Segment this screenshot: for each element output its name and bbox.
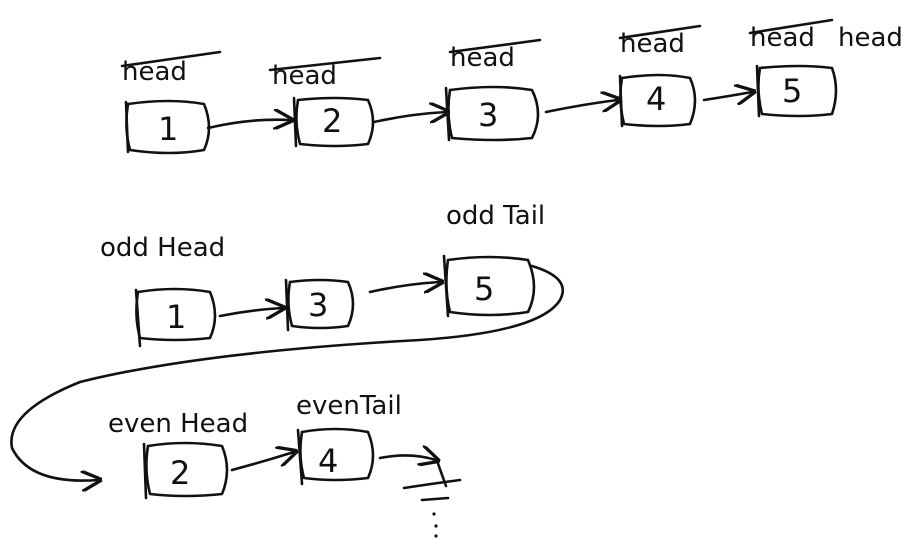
even-node-4-value: 4 [318, 442, 338, 480]
strikethrough-3 [448, 38, 542, 54]
arrow-odd-tail-to-even-head [10, 264, 565, 481]
node-3-value: 3 [478, 96, 498, 134]
odd-node-5-value: 5 [474, 270, 494, 308]
arrow-odd-1-to-3 [218, 308, 282, 316]
head-label-current: head [838, 23, 903, 53]
strikethrough-4 [618, 24, 702, 40]
odd-node-5-box: 5 [442, 254, 536, 318]
node-1-value: 1 [158, 110, 178, 148]
even-head-label: even Head [108, 409, 248, 439]
arrow-odd-3-to-5 [368, 282, 440, 292]
odd-node-1-box: 1 [134, 287, 217, 348]
strikethrough-1 [120, 50, 222, 68]
strikethrough-2 [268, 56, 382, 72]
node-2-box: 2 [292, 96, 375, 148]
odd-node-3-value: 3 [308, 286, 328, 324]
arrow-3-to-4 [544, 100, 618, 114]
node-2-value: 2 [322, 102, 342, 140]
odd-node-1-value: 1 [166, 298, 186, 336]
node-4-box: 4 [618, 73, 697, 128]
odd-tail-label: odd Tail [446, 201, 545, 231]
odd-node-3-box: 3 [284, 278, 355, 332]
arrow-4-to-5 [702, 92, 752, 100]
node-4-value: 4 [646, 80, 666, 118]
arrow-even-2-to-4 [230, 452, 294, 472]
arrow-even-4-to-null [378, 455, 436, 460]
arrow-1-to-2 [206, 120, 290, 128]
odd-head-label: odd Head [100, 233, 225, 263]
even-node-2-box: 2 [142, 441, 229, 500]
node-3-box: 3 [444, 85, 540, 142]
node-5-value: 5 [782, 72, 802, 110]
even-node-2-value: 2 [170, 454, 190, 492]
node-5-box: 5 [755, 64, 838, 118]
null-symbol [402, 456, 462, 538]
arrow-2-to-3 [372, 112, 446, 122]
even-node-4-box: 4 [296, 427, 375, 486]
node-1-box: 1 [124, 99, 211, 155]
even-tail-label: evenTail [296, 391, 402, 421]
strikethrough-5 [748, 18, 834, 35]
